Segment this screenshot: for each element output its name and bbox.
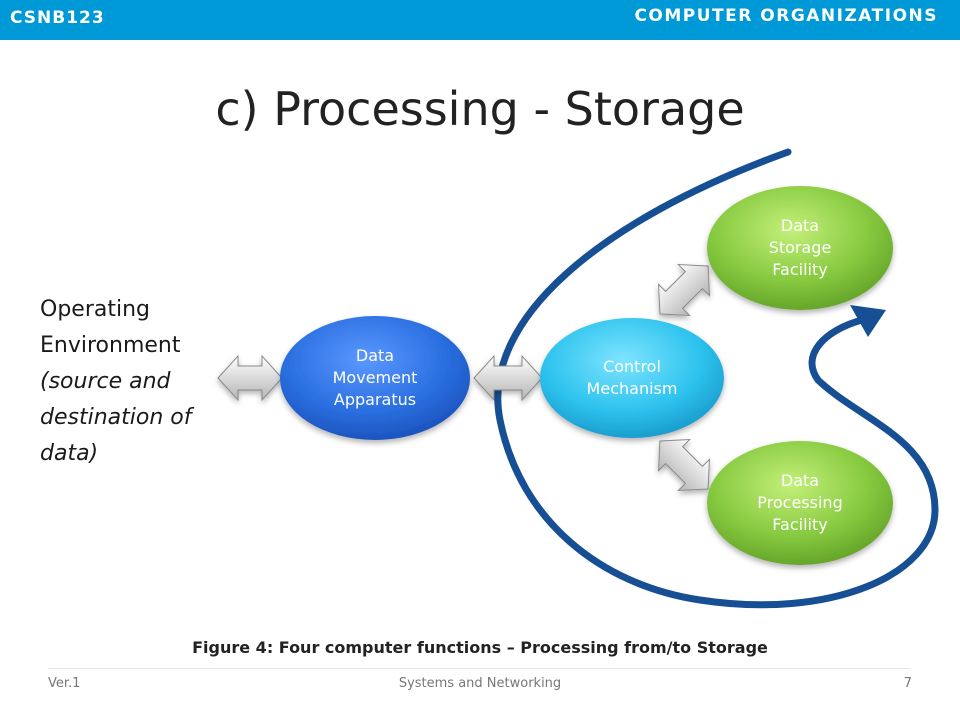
footer-version: Ver.1 — [48, 676, 81, 691]
data-storage-node — [707, 186, 893, 310]
footer-divider — [48, 668, 910, 669]
env-line-2: Environment — [40, 333, 181, 358]
control-processing-double-arrow — [657, 438, 711, 492]
data-processing-label: Data Processing Facility — [757, 471, 843, 534]
control-mechanism-label: Control Mechanism — [586, 357, 678, 398]
env-line-3: (source and — [40, 369, 171, 394]
env-line-5: data) — [40, 441, 99, 466]
control-storage-double-arrow — [657, 263, 711, 317]
env-line-4: destination of — [40, 405, 192, 430]
env-movement-double-arrow — [217, 354, 283, 402]
course-code: CSNB123 — [10, 8, 105, 28]
header-bar: CSNB123 COMPUTER ORGANIZATIONS — [0, 0, 960, 40]
processing-storage-curve — [494, 148, 939, 609]
movement-control-double-arrow — [473, 354, 543, 402]
figure-caption: Figure 4: Four computer functions – Proc… — [192, 638, 768, 657]
data-movement-node — [280, 316, 470, 440]
subject-title: COMPUTER ORGANIZATIONS — [634, 6, 938, 26]
data-processing-node — [707, 441, 893, 565]
footer-center-text: Systems and Networking — [398, 676, 562, 691]
operating-environment-label: Operating Environment (source and destin… — [40, 292, 240, 472]
footer-page-number: 7 — [903, 676, 912, 691]
control-mechanism-node — [540, 318, 724, 438]
curve-arrowhead — [850, 305, 886, 337]
slide-title: c) Processing - Storage — [215, 82, 745, 136]
data-storage-label: Data Storage Facility — [768, 216, 832, 279]
env-line-1: Operating — [40, 297, 150, 322]
data-movement-label: Data Movement Apparatus — [332, 346, 418, 409]
